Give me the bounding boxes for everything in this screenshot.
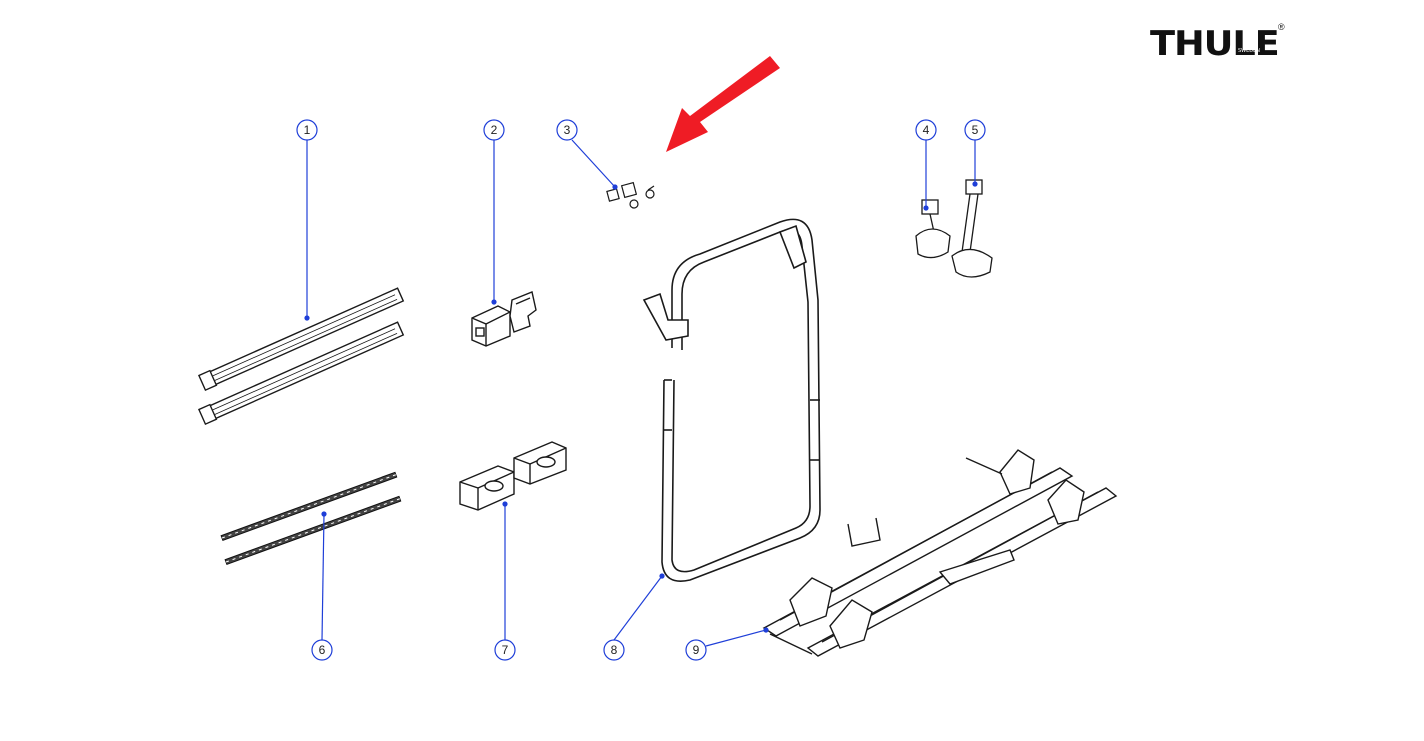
svg-text:4: 4 bbox=[923, 123, 930, 137]
logo-text: THULE bbox=[1150, 24, 1280, 64]
leader-lines bbox=[304, 139, 978, 647]
registered-mark: ® bbox=[1278, 22, 1285, 32]
callout-7: 7 bbox=[494, 639, 516, 661]
part-1-rails bbox=[197, 287, 405, 426]
part-9-carrier bbox=[762, 449, 1118, 657]
svg-text:6: 6 bbox=[319, 643, 326, 657]
part-7-blocks bbox=[459, 441, 567, 511]
svg-text:1: 1 bbox=[304, 123, 311, 137]
part-6-strips bbox=[220, 471, 402, 565]
part-4-holder bbox=[915, 199, 951, 259]
logo-sub-text: SWEDEN bbox=[1238, 48, 1261, 54]
svg-text:5: 5 bbox=[972, 123, 979, 137]
part-3-hardware bbox=[606, 181, 655, 209]
callout-8: 8 bbox=[603, 639, 625, 661]
callout-4: 4 bbox=[915, 119, 937, 141]
part-2-clamps bbox=[471, 291, 537, 347]
callout-1: 1 bbox=[296, 119, 318, 141]
svg-text:3: 3 bbox=[564, 123, 571, 137]
thule-logo: THULE SWEDEN ® bbox=[1150, 22, 1285, 62]
svg-text:2: 2 bbox=[491, 123, 498, 137]
part-8-frame bbox=[642, 218, 821, 582]
callout-3: 3 bbox=[556, 119, 578, 141]
callout-9: 9 bbox=[685, 639, 707, 661]
svg-text:7: 7 bbox=[502, 643, 509, 657]
part-5-holder bbox=[951, 179, 993, 278]
svg-text:9: 9 bbox=[693, 643, 700, 657]
callout-2: 2 bbox=[483, 119, 505, 141]
callout-5: 5 bbox=[964, 119, 986, 141]
callout-6: 6 bbox=[311, 639, 333, 661]
red-arrow-icon bbox=[666, 56, 780, 152]
svg-text:8: 8 bbox=[611, 643, 618, 657]
